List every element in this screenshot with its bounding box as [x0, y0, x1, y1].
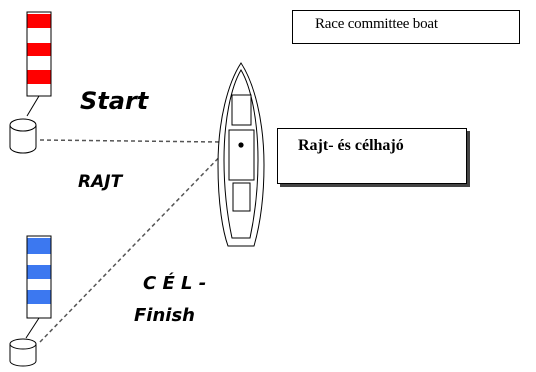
rajt-es-celhajo-label: Rajt- és célhajó: [298, 137, 404, 154]
start-flag-icon: [26, 11, 52, 117]
start-label: Start: [80, 87, 150, 115]
finish-flag-icon: [25, 235, 52, 339]
finish-label: Finish: [134, 305, 195, 326]
start-line: [39, 139, 223, 143]
committee-boat-icon: [217, 62, 265, 247]
rajt-es-celhajo-box: Rajt- és célhajó: [277, 128, 467, 184]
finish-line: [39, 143, 233, 343]
rajt-label: RAJT: [78, 172, 124, 192]
start-buoy-icon: [9, 118, 37, 154]
race-committee-boat-label: Race committee boat: [315, 16, 438, 32]
race-committee-boat-box: Race committee boat: [292, 10, 520, 44]
cel-label: C É L -: [143, 272, 206, 294]
finish-buoy-icon: [9, 338, 37, 367]
